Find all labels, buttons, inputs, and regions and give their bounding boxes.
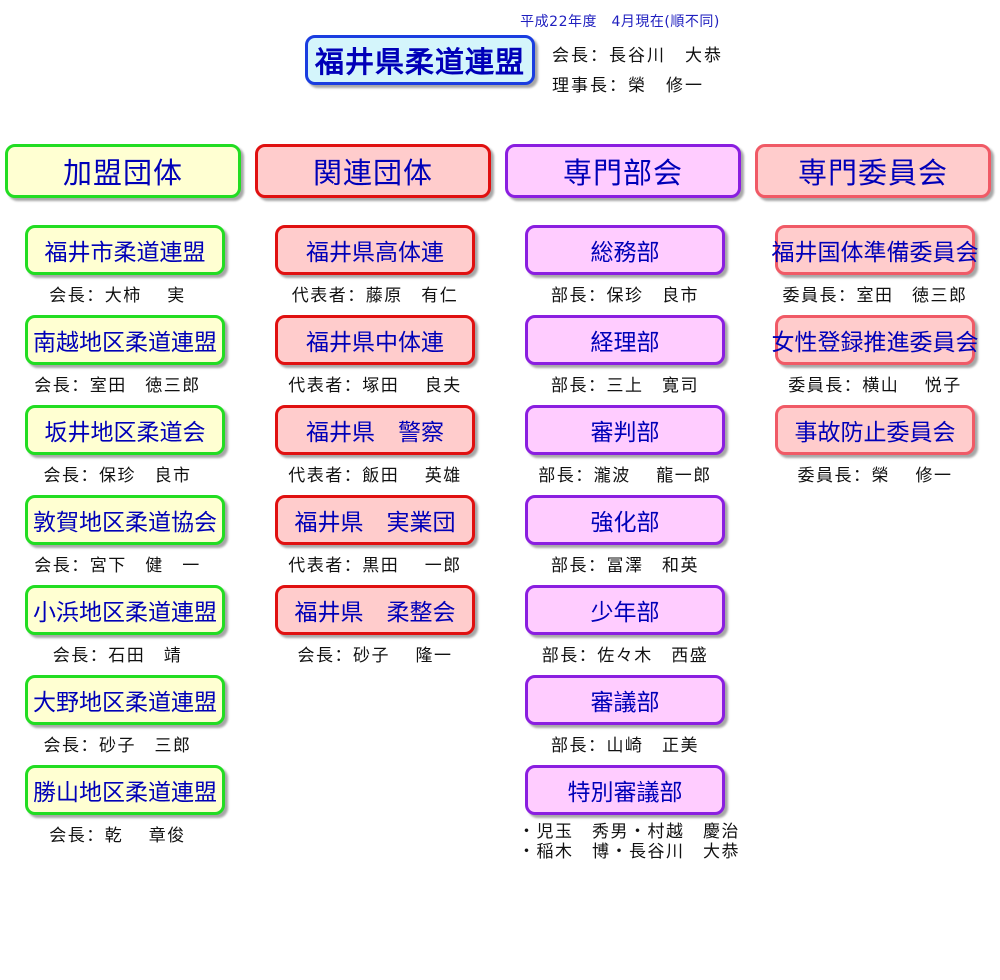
- category-member-groups: 加盟団体: [5, 144, 241, 198]
- department-leader: 部長：佐々木 西盛: [541, 646, 709, 666]
- category-committees: 専門委員会: [755, 144, 991, 198]
- related-group-leader: 代表者：黒田 一郎: [288, 556, 462, 576]
- committee-leader: 委員長：榮 修一: [797, 466, 953, 486]
- member-group-leader: 会長：宮下 健 一: [34, 556, 201, 576]
- related-group-leader: 代表者：飯田 英雄: [288, 466, 462, 486]
- member-group-leader: 会長：石田 靖: [52, 646, 183, 666]
- member-group-node: 敦賀地区柔道協会: [25, 495, 225, 545]
- committee-node: 福井国体準備委員会: [772, 225, 979, 275]
- department-node: 少年部: [525, 585, 725, 635]
- committee-leader: 委員長：横山 悦子: [788, 376, 962, 396]
- department-leader: 部長：保珍 良市: [551, 286, 699, 306]
- department-leader: 部長：冨澤 和英: [551, 556, 699, 576]
- related-group-node: 福井県 柔整会: [275, 585, 475, 635]
- member-group-node: 大野地区柔道連盟: [25, 675, 225, 725]
- member-group-node: 小浜地区柔道連盟: [25, 585, 225, 635]
- member-group-node: 福井市柔道連盟: [25, 225, 225, 275]
- category-departments: 専門部会: [505, 144, 741, 198]
- category-related-groups: 関連団体: [255, 144, 491, 198]
- related-group-leader: 会長：砂子 隆一: [297, 646, 453, 666]
- director-label: 理事長：榮 修一: [552, 76, 704, 96]
- president-label: 会長：長谷川 大恭: [552, 46, 723, 66]
- member-group-node: 南越地区柔道連盟: [25, 315, 225, 365]
- member-group-leader: 会長：保珍 良市: [43, 466, 192, 486]
- related-group-leader: 代表者：塚田 良夫: [288, 376, 462, 396]
- org-title: 福井県柔道連盟: [305, 35, 535, 85]
- department-node: 総務部: [525, 225, 725, 275]
- member-group-leader: 会長：大柿 実: [49, 286, 186, 306]
- department-node: 特別審議部: [525, 765, 725, 815]
- department-node: 審議部: [525, 675, 725, 725]
- department-leader: 部長：三上 寛司: [551, 376, 699, 396]
- committee-node: 事故防止委員会: [775, 405, 975, 455]
- department-leader: 部長：山崎 正美: [551, 736, 699, 756]
- member-group-node: 坂井地区柔道会: [25, 405, 225, 455]
- related-group-node: 福井県高体連: [275, 225, 475, 275]
- department-node: 経理部: [525, 315, 725, 365]
- committee-leader: 委員長：室田 徳三郎: [782, 286, 968, 306]
- related-group-node: 福井県 警察: [275, 405, 475, 455]
- member-group-node: 勝山地区柔道連盟: [25, 765, 225, 815]
- member-group-leader: 会長：砂子 三郎: [43, 736, 192, 756]
- department-leader: 部長：瀧波 龍一郎: [538, 466, 712, 486]
- special-council-member: ・児玉 秀男・村越 慶治: [518, 822, 740, 842]
- related-group-node: 福井県中体連: [275, 315, 475, 365]
- member-group-leader: 会長：室田 徳三郎: [34, 376, 201, 396]
- related-group-node: 福井県 実業団: [275, 495, 475, 545]
- related-group-leader: 代表者：藤原 有仁: [291, 286, 459, 306]
- member-group-leader: 会長：乾 章俊: [49, 826, 186, 846]
- date-note: 平成22年度 4月現在(順不同): [520, 14, 720, 30]
- committee-node: 女性登録推進委員会: [772, 315, 979, 365]
- department-node: 審判部: [525, 405, 725, 455]
- department-node: 強化部: [525, 495, 725, 545]
- special-council-member: ・稲木 博・長谷川 大恭: [518, 842, 740, 862]
